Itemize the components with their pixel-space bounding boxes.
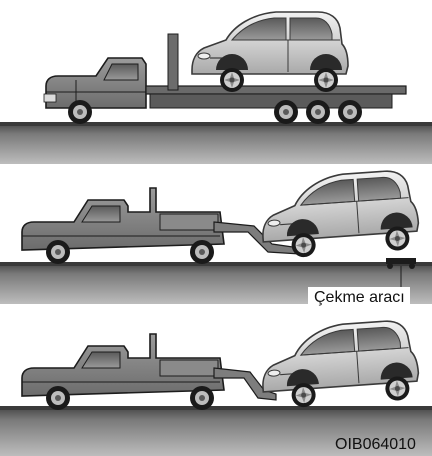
scene-wheel-lift-dolly [0, 169, 432, 304]
flatbed-deck [146, 86, 406, 94]
figure-code: OIB064010 [331, 434, 419, 456]
car-on-flatbed [192, 12, 348, 92]
scene-flatbed [0, 12, 432, 164]
road-1 [0, 124, 432, 164]
car-front-lifted [259, 319, 420, 410]
tow-dolly-label: Çekme aracı [308, 287, 410, 309]
